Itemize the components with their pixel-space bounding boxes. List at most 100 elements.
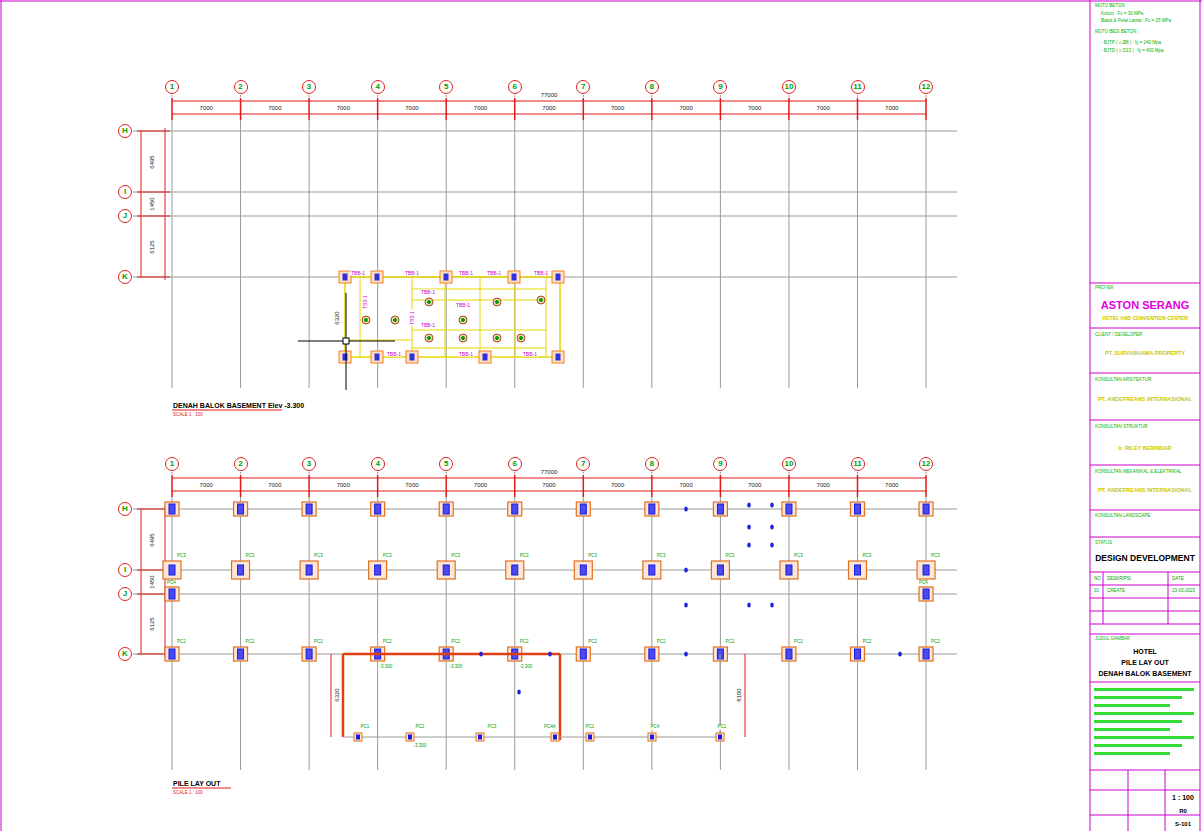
- pile-symbol: [923, 649, 929, 659]
- pile-dot: [684, 651, 688, 656]
- pile-symbol: [580, 649, 586, 659]
- beam-label: TBB-1: [350, 271, 366, 276]
- dimension-tick: [137, 130, 170, 131]
- dimension-text: 7000: [199, 105, 214, 111]
- pile-cap: [506, 561, 524, 579]
- drawing-title: PILE LAY OUT: [172, 780, 221, 787]
- title-block-rule: [1090, 682, 1200, 683]
- dimension-tick: [720, 98, 722, 120]
- material-note: MUTU BETON :: [1094, 4, 1128, 9]
- dimension-line: [141, 509, 142, 654]
- elevation-text: -3.300: [413, 744, 428, 749]
- pile-cap: [851, 647, 865, 661]
- grid-number: K: [122, 273, 128, 281]
- title-block-rule: [1090, 420, 1200, 421]
- pile-cap-label: PC1: [717, 725, 728, 730]
- pile-cap: [371, 502, 385, 516]
- grid-leader: [172, 95, 173, 97]
- pile-symbol: [238, 504, 244, 514]
- dimension-text: 7000: [678, 482, 693, 488]
- column-symbol: [406, 351, 418, 363]
- pile-symbol: [651, 735, 654, 739]
- grid-number: 6: [513, 460, 517, 468]
- dimension-line: [141, 131, 142, 277]
- column-core: [343, 274, 347, 280]
- grid-line: [857, 497, 858, 770]
- pile-cap: [234, 502, 248, 516]
- grid-bubble: 1: [165, 80, 179, 94]
- pile-center: [462, 337, 465, 340]
- company-name: PT. ANDEFREANS INTERNASIONAL: [1097, 488, 1193, 494]
- grid-line: [240, 120, 241, 388]
- title-block-rule: [1090, 283, 1200, 284]
- company-name: PT. ANDEFREANS INTERNASIONAL: [1097, 397, 1193, 403]
- title-block-rule: [1090, 790, 1200, 791]
- pile-cap: [369, 561, 387, 579]
- elevation-text: -3.300: [449, 665, 464, 670]
- note-text-bar: [1094, 696, 1182, 699]
- dimension-tick: [583, 475, 585, 497]
- grid-line: [377, 120, 378, 388]
- pile-cap: [406, 733, 414, 741]
- pile-symbol: [169, 504, 175, 514]
- beam-line: [412, 330, 546, 331]
- grid-number: 6: [513, 83, 517, 91]
- pile-symbol: [238, 649, 244, 659]
- pile-cap-label: PC3: [519, 554, 530, 559]
- dimension-line: [745, 654, 746, 737]
- grid-number: J: [123, 212, 127, 220]
- pile-center: [540, 299, 543, 302]
- grid-line: [133, 654, 957, 655]
- title-block-rule: [1165, 770, 1166, 831]
- pile-symbol: [855, 649, 861, 659]
- grid-number: H: [122, 505, 128, 513]
- grid-number: 1: [170, 460, 174, 468]
- title-block-rule: [1090, 611, 1200, 612]
- pile-cap-label: PC2: [245, 640, 256, 645]
- grid-line: [446, 497, 447, 770]
- grid-line: [788, 120, 789, 388]
- dimension-tick: [240, 475, 242, 497]
- grid-bubble: H: [118, 124, 132, 138]
- grid-number: 1: [170, 83, 174, 91]
- pile-marker: [493, 334, 501, 342]
- pile-cap: [645, 502, 659, 516]
- grid-leader: [514, 472, 515, 474]
- material-note: - BJTP ( ≤ Ø8 ) : fy = 240 Mpa: [1100, 41, 1162, 46]
- grid-line: [583, 120, 584, 388]
- column-symbol: [440, 271, 452, 283]
- dimension-text: 1450: [149, 574, 155, 589]
- pile-symbol: [169, 565, 175, 575]
- dimension-text: 6495: [149, 532, 155, 547]
- elevation-text: -3.300: [519, 665, 534, 670]
- grid-line: [309, 120, 310, 388]
- dimension-text: 6320: [334, 687, 340, 702]
- grid-line: [133, 192, 957, 193]
- sheet-number: S-101: [1174, 821, 1192, 827]
- title-block-header: STATUS: [1094, 541, 1113, 546]
- pile-dot: [684, 567, 688, 572]
- grid-line: [133, 509, 957, 510]
- material-note: MUTU BESI BETON :: [1094, 30, 1140, 35]
- grid-leader: [857, 472, 858, 474]
- dimension-tick: [925, 98, 927, 120]
- dimension-line: [331, 654, 332, 737]
- pile-symbol: [786, 504, 792, 514]
- pile-cap: [354, 733, 362, 741]
- grid-leader: [651, 472, 652, 474]
- dimension-text: 6320: [334, 310, 340, 325]
- column-symbol: [339, 351, 351, 363]
- pile-cap: [780, 561, 798, 579]
- dimension-tick: [514, 475, 516, 497]
- pile-cap-label: PC2: [587, 640, 598, 645]
- beam-label: TB3-1: [410, 310, 415, 326]
- note-text-bar: [1094, 736, 1194, 739]
- dimension-tick: [445, 475, 447, 497]
- dimension-tick: [925, 475, 927, 497]
- drawing-title: DENAH BALOK BASEMENT Elev -3.300: [172, 402, 305, 409]
- pile-cap-label: PC4A: [543, 725, 557, 730]
- dimension-text: 7000: [541, 105, 556, 111]
- pile-dot: [548, 651, 552, 656]
- pile-dot: [770, 542, 774, 547]
- pile-symbol: [512, 565, 518, 575]
